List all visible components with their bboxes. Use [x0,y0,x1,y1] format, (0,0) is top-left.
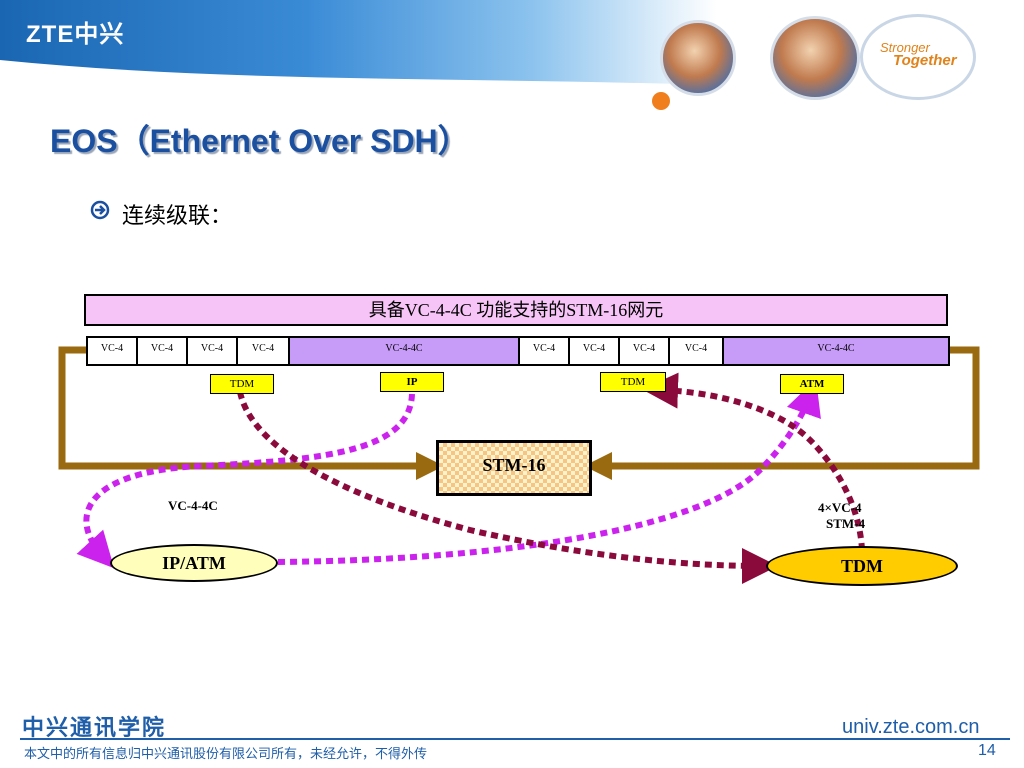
page-number: 14 [978,742,996,759]
ip-tag: IP [380,372,444,392]
tdm-to-tag-path [642,372,865,551]
zte-logo: ZTE中兴 [26,21,125,48]
tdm-endpoint: TDM [766,546,958,586]
vc-4-count-label: 4×VC-4 [818,500,862,515]
ip-to-ipatm-path [76,393,415,569]
vc-cell: VC-4 [568,336,620,366]
atm-tag: ATM [780,374,844,394]
ring-right [584,346,980,480]
vc-cell: VC-4 [86,336,138,366]
vc-cell-concat: VC-4-4C [722,336,950,366]
vc-cell: VC-4 [518,336,570,366]
arrow-bullet-icon [90,200,110,220]
vc-cell: VC-4 [136,336,188,366]
vc-cell: VC-4 [236,336,290,366]
footer-url[interactable]: univ.zte.com.cn [842,716,980,738]
network-element-box: 具备VC-4-4C 功能支持的STM-16网元 [84,294,948,326]
ipatm-to-atm-path [277,379,821,565]
tdm-tag: TDM [210,374,274,394]
people-photo-icon [770,16,860,100]
bullet-text: 连续级联： [122,204,233,229]
footer-divider [20,738,1010,740]
slogan-badge [860,14,976,100]
vc-cell: VC-4 [186,336,238,366]
footer-copyright: 本文中的所有信息归中兴通讯股份有限公司所有，未经允许，不得外传 [24,747,428,762]
slogan-line2: Together [893,52,957,69]
ipatm-endpoint: IP/ATM [110,544,278,582]
people-photo-icon [660,20,736,96]
tdm-to-tdm-path [237,391,778,584]
vc-cell: VC-4 [618,336,670,366]
footer-org: 中兴通讯学院 [22,716,167,741]
header-wave [0,60,1024,120]
vc-cell-concat: VC-4-4C [288,336,520,366]
page-title: EOS（Ethernet Over SDH） [50,123,470,159]
stm16-node: STM-16 [436,440,592,496]
vc-4-4c-label: VC-4-4C [168,498,218,513]
tdm-tag: TDM [600,372,666,392]
orange-dot-icon [652,92,670,110]
stm-4-label: STM-4 [826,516,865,531]
slogan-line1: Stronger [880,40,930,55]
vc-cell: VC-4 [668,336,724,366]
